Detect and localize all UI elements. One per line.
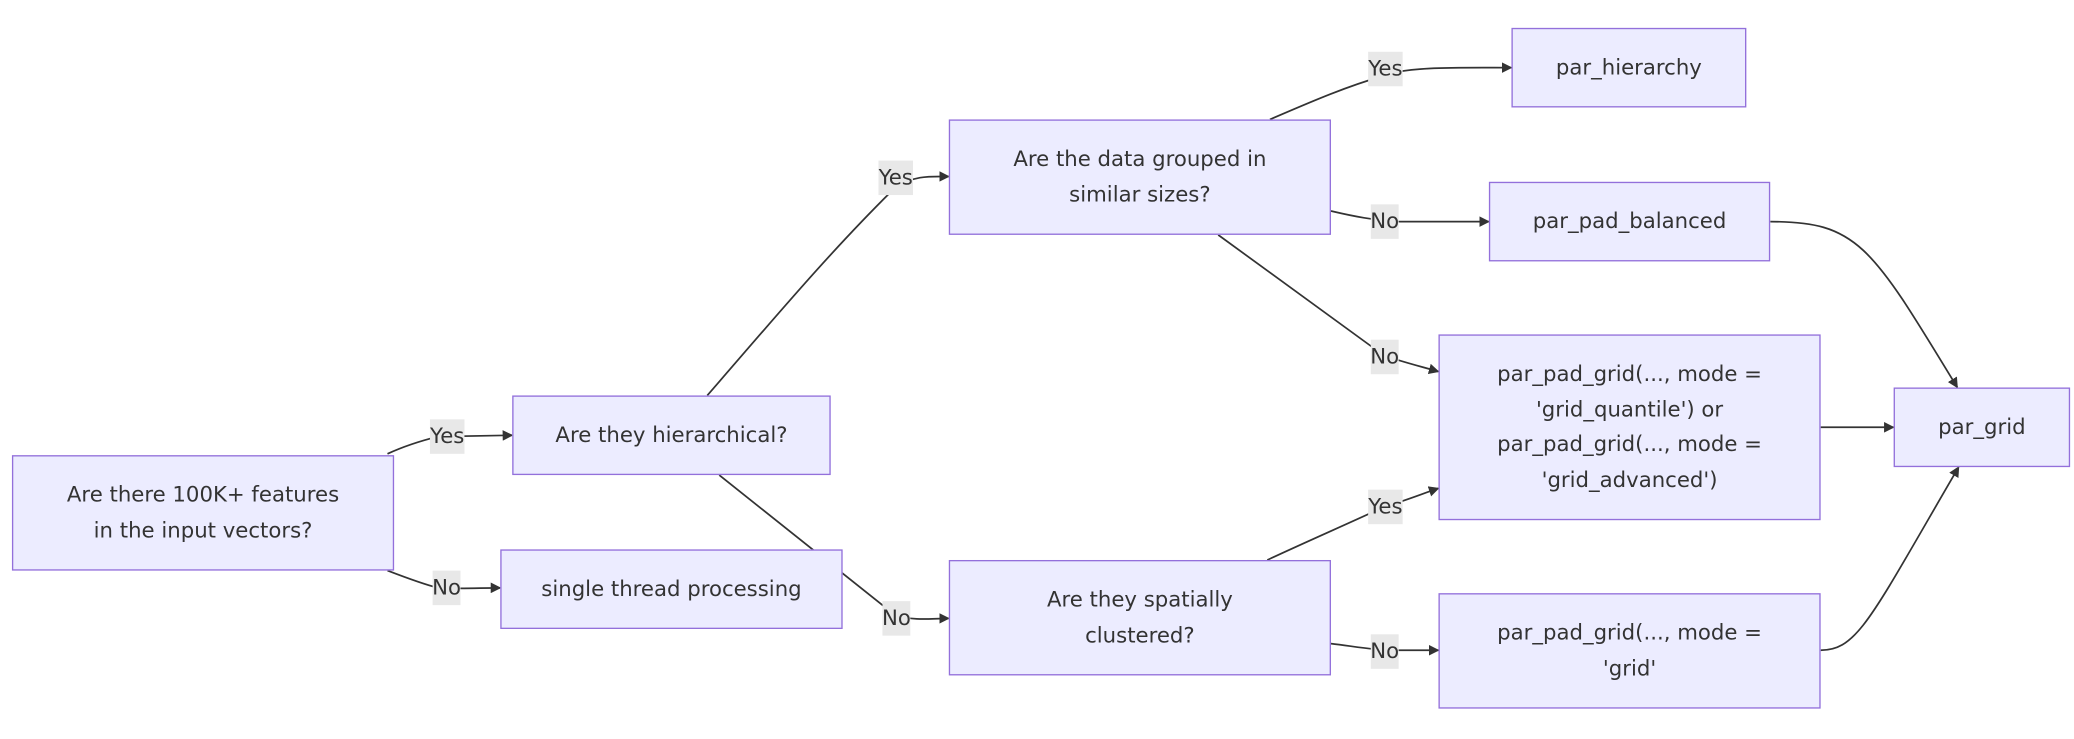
edge-grouped-no-balanced [1330,210,1490,227]
edge-label-grouped-no-grid: No [1370,339,1399,375]
edge-clustered-yes [1266,486,1440,561]
edge-balanced-grid [1770,220,1959,389]
edge-hier-yes [706,171,950,397]
node-par-hierarchy: par_hierarchy [1511,27,1747,108]
edge-grouped-no-grid [1217,234,1440,375]
edge-label-features-no: No [432,570,461,606]
edge-label-clustered-yes: Yes [1368,489,1403,525]
edge-label-hierarchical-yes: Yes [878,160,913,196]
node-single-thread: single thread processing [500,549,843,629]
node-clustered-question: Are they spatially clustered? [948,559,1331,676]
node-par-pad-balanced: par_pad_balanced [1488,181,1771,262]
edge-label-features-yes: Yes [429,419,465,454]
edge-label-hierarchical-no: No [882,601,911,636]
edge-label-grouped-no-balanced: No [1370,204,1399,239]
edge-gridmode-grid [1820,466,1960,652]
node-hierarchical-question: Are they hierarchical? [512,395,831,476]
node-features-question: Are there 100K+ features in the input ve… [11,455,395,571]
edge-label-clustered-no: No [1370,634,1399,669]
node-grid-quantile-or-advanced: par_pad_grid(..., mode = 'grid_quantile'… [1438,334,1821,521]
node-par-grid: par_grid [1893,387,2071,468]
node-grouped-question: Are the data grouped in similar sizes? [948,119,1331,235]
edge-label-grouped-yes: Yes [1368,51,1403,87]
node-grid-mode: par_pad_grid(..., mode = 'grid' [1438,593,1821,709]
